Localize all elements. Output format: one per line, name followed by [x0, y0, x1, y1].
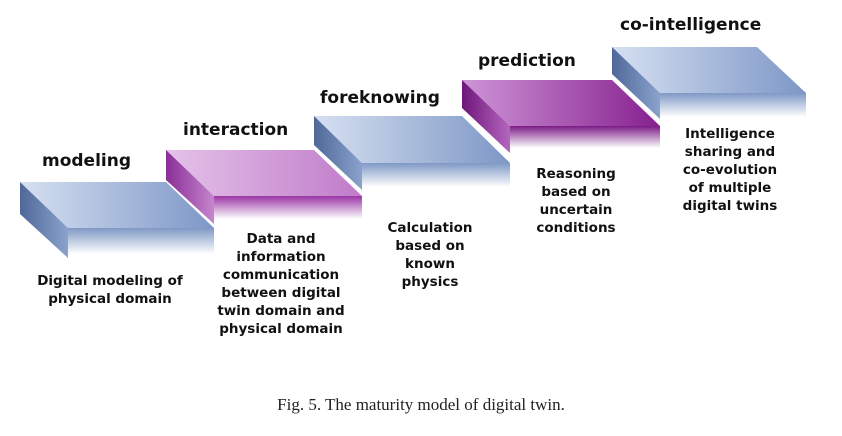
step-co-intelligence-top [612, 47, 806, 93]
stage-description-foreknowing: Calculation based on known physics [387, 220, 473, 290]
step-interaction-side [166, 150, 214, 224]
step-foreknowing-top [314, 116, 510, 163]
stage-description-modeling: Digital modeling of physical domain [37, 273, 183, 307]
step-interaction-front [214, 196, 362, 219]
step-foreknowing-side [314, 116, 362, 190]
stage-description-prediction: Reasoning based on uncertain conditions [536, 166, 616, 236]
step-prediction-front [510, 126, 660, 148]
step-prediction-top [462, 80, 660, 126]
step-modeling [20, 182, 214, 258]
stage-title-modeling: modeling [42, 151, 132, 171]
step-co-intelligence-side [612, 47, 660, 119]
step-prediction-side [462, 80, 510, 153]
step-modeling-side [20, 182, 68, 258]
stage-title-prediction: prediction [478, 51, 576, 71]
step-foreknowing-front [362, 163, 510, 187]
step-modeling-front [68, 228, 214, 254]
figure-caption: Fig. 5. The maturity model of digital tw… [277, 395, 565, 414]
stage-title-foreknowing: foreknowing [320, 88, 440, 108]
stage-title-interaction: interaction [183, 120, 289, 140]
step-foreknowing [314, 116, 510, 190]
stage-title-co-intelligence: co-intelligence [620, 15, 762, 35]
stage-description-co-intelligence: Intelligence sharing and co-evolution of… [682, 126, 778, 214]
step-modeling-top [20, 182, 214, 228]
step-prediction [462, 80, 660, 153]
step-interaction-top [166, 150, 362, 196]
step-co-intelligence [612, 47, 806, 119]
stage-description-interaction: Data and information communication betwe… [217, 231, 345, 337]
step-interaction [166, 150, 362, 224]
step-co-intelligence-front [660, 93, 806, 117]
